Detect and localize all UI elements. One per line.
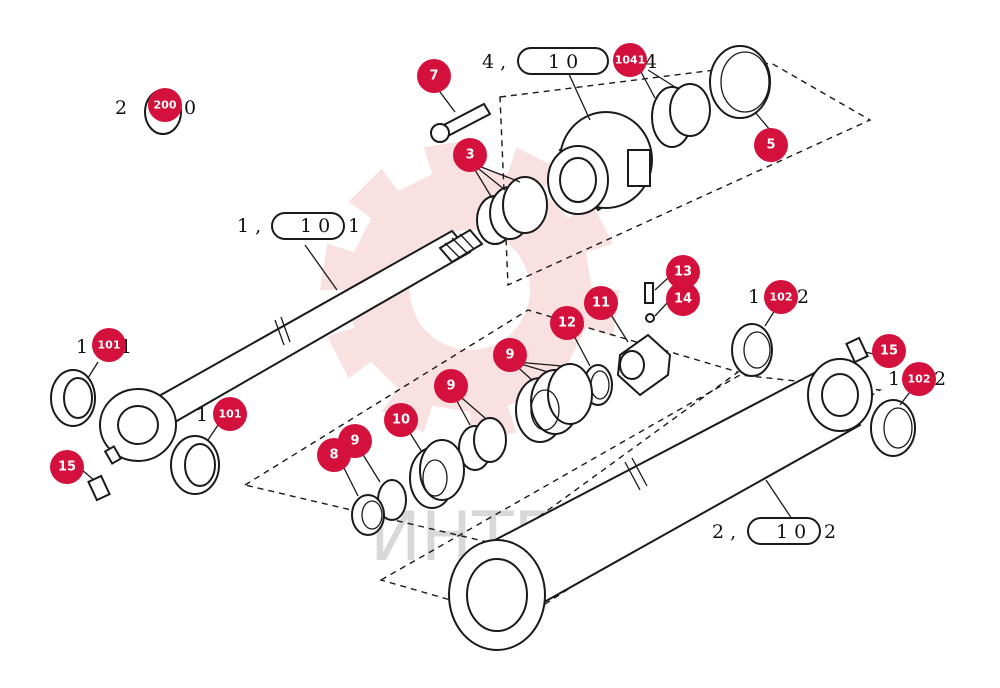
svg-text:13: 13 <box>674 265 692 280</box>
bolt-7 <box>430 87 492 143</box>
svg-text:9: 9 <box>505 348 514 363</box>
svg-text:102: 102 <box>908 373 931 386</box>
svg-text:15: 15 <box>880 344 898 359</box>
callout-badge-13: 13 <box>666 255 700 289</box>
svg-text:11: 11 <box>592 296 610 311</box>
svg-text:1 0: 1 0 <box>300 215 330 237</box>
reference-200: 2 0 <box>115 97 196 119</box>
svg-text:101: 101 <box>98 339 121 352</box>
callout-badge-11: 11 <box>584 286 618 320</box>
callout-badge-102b: 102 <box>902 362 936 396</box>
callout-badge-1041: 1041 <box>613 43 647 77</box>
ref-102-lower-suffix: 2 <box>934 368 946 390</box>
svg-text:2: 2 <box>824 521 836 543</box>
ref-102-upper-suffix: 2 <box>797 286 809 308</box>
reference-4-104: 4 , 1 0 4 <box>482 47 634 75</box>
svg-text:102: 102 <box>770 291 793 304</box>
bushing-101-left <box>50 361 99 427</box>
bushing-101-lower <box>170 424 220 495</box>
guide-10 <box>404 424 465 509</box>
set-screw-13 <box>644 277 669 304</box>
piston-assembly-outline <box>243 309 740 546</box>
svg-text:1041: 1041 <box>615 54 646 67</box>
callout-badge-102a: 102 <box>764 280 798 314</box>
svg-text:3: 3 <box>465 148 474 163</box>
ring-1041 <box>639 69 711 148</box>
bushing-102-lower <box>870 391 916 457</box>
ref-1041-suffix: 4 <box>645 51 657 73</box>
callout-badge-7: 7 <box>417 59 451 93</box>
cylinder-tube <box>448 358 873 651</box>
svg-text:15: 15 <box>58 460 76 475</box>
wiper-ring-5 <box>709 45 771 131</box>
ref-102-lower-prefix: 1 <box>888 368 900 390</box>
callout-badge-14: 14 <box>666 282 700 316</box>
callout-badge-101a: 101 <box>92 328 126 362</box>
svg-text:1 ,: 1 , <box>237 215 261 237</box>
seals-3 <box>471 164 548 245</box>
ref-101-left: 1 <box>76 336 88 358</box>
callout-badge-8: 8 <box>317 438 351 472</box>
svg-text:10: 10 <box>392 413 410 428</box>
callout-badge-10: 10 <box>384 403 418 437</box>
svg-text:9: 9 <box>350 434 359 449</box>
svg-text:200: 200 <box>154 99 177 112</box>
svg-text:12: 12 <box>558 316 576 331</box>
piston-rod <box>99 228 484 465</box>
bushing-102-upper <box>731 309 776 377</box>
svg-text:4 ,: 4 , <box>482 51 506 73</box>
nut-11 <box>607 309 672 397</box>
callout-badge-9b: 9 <box>434 369 468 403</box>
ball-14 <box>645 301 669 323</box>
ref-101-lower: 1 <box>196 404 208 426</box>
svg-text:101: 101 <box>219 408 242 421</box>
grease-nipple-left <box>81 469 111 502</box>
svg-text:1: 1 <box>348 215 360 237</box>
svg-text:1 0: 1 0 <box>548 51 578 73</box>
tube-assembly-outline <box>379 374 883 621</box>
cylinder-head <box>547 71 653 215</box>
callout-badge-5: 5 <box>754 128 788 162</box>
ref-102-upper-prefix: 1 <box>748 286 760 308</box>
callout-badge-15b: 15 <box>50 450 84 484</box>
svg-text:5: 5 <box>766 138 775 153</box>
svg-text:14: 14 <box>674 292 692 307</box>
svg-text:2 ,: 2 , <box>712 521 736 543</box>
callout-badge-12: 12 <box>550 306 584 340</box>
svg-text:7: 7 <box>429 69 438 84</box>
callout-badge-101b: 101 <box>213 397 247 431</box>
piston-seals-9 <box>511 361 593 443</box>
svg-text:9: 9 <box>446 379 455 394</box>
reference-2-102: 2 , 1 0 2 <box>712 517 836 545</box>
callout-badge-200: 200 <box>148 88 182 122</box>
callout-badge-3: 3 <box>453 138 487 172</box>
ring-9-lower <box>356 444 407 521</box>
callout-badge-15a: 15 <box>872 334 906 368</box>
reference-1-101: 1 , 1 0 1 <box>237 212 360 240</box>
callout-badge-9a: 9 <box>493 338 527 372</box>
seals-9-middle <box>451 391 507 471</box>
svg-text:2: 2 <box>115 97 127 119</box>
svg-text:0: 0 <box>184 97 196 119</box>
svg-text:8: 8 <box>329 448 338 463</box>
svg-text:1 0: 1 0 <box>776 521 806 543</box>
